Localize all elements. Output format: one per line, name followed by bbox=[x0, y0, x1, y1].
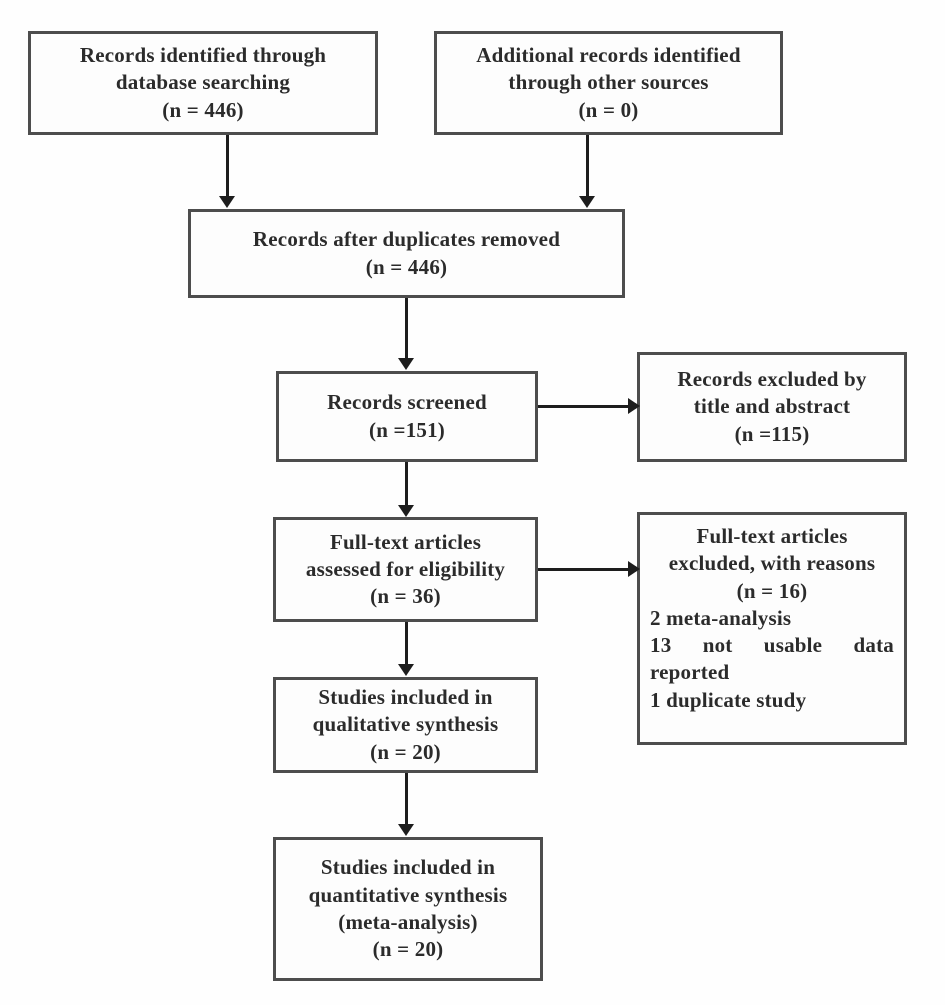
box-count: (n = 446) bbox=[365, 254, 448, 279]
box-studies-included-qualitative: Studies included in qualitative synthesi… bbox=[273, 677, 538, 773]
connector-qualitative-to-quantitative bbox=[405, 773, 408, 825]
box-line: excluded, with reasons bbox=[668, 551, 876, 576]
box-line: Records after duplicates removed bbox=[252, 227, 561, 252]
box-count: (n =151) bbox=[369, 417, 445, 442]
connector-identified-to-duplicates bbox=[226, 135, 229, 197]
box-count: (n = 36) bbox=[370, 584, 441, 609]
box-line: title and abstract bbox=[693, 394, 851, 419]
box-count: (n = 0) bbox=[578, 97, 639, 122]
box-count: (n = 446) bbox=[162, 97, 244, 122]
box-line: Full-text articles bbox=[329, 529, 482, 554]
box-line: through other sources bbox=[508, 70, 709, 95]
exclusion-reason: 1 duplicate study bbox=[650, 687, 807, 712]
box-line: Additional records identified bbox=[476, 43, 741, 68]
box-count: (n = 20) bbox=[372, 937, 444, 962]
box-line: Records screened bbox=[327, 390, 487, 415]
connector-additional-to-duplicates bbox=[586, 135, 589, 197]
arrowhead-fulltext-to-excluded bbox=[628, 561, 640, 577]
arrowhead-screened-to-fulltext bbox=[398, 505, 414, 517]
connector-screened-to-excluded bbox=[538, 405, 630, 408]
arrowhead-screened-to-excluded bbox=[628, 398, 640, 414]
connector-fulltext-to-qualitative bbox=[405, 622, 408, 665]
box-line: qualitative synthesis bbox=[312, 712, 499, 737]
exclusion-reason: 13 not usable data bbox=[650, 633, 894, 658]
box-line: Full-text articles bbox=[696, 524, 848, 548]
box-records-excluded-title-abstract: Records excluded by title and abstract (… bbox=[637, 352, 907, 462]
box-count: (n = 16) bbox=[736, 578, 808, 603]
box-line: database searching bbox=[115, 70, 291, 95]
box-count: (n = 20) bbox=[370, 739, 441, 764]
arrowhead-duplicates-to-screened bbox=[398, 358, 414, 370]
connector-duplicates-to-screened bbox=[405, 298, 408, 359]
box-line: Studies included in bbox=[320, 855, 496, 880]
box-line: quantitative synthesis bbox=[308, 882, 508, 907]
box-line: Studies included in bbox=[318, 685, 493, 710]
box-fulltext-assessed-eligibility: Full-text articles assessed for eligibil… bbox=[273, 517, 538, 622]
box-line: assessed for eligibility bbox=[305, 556, 506, 581]
connector-fulltext-to-excluded bbox=[538, 568, 630, 571]
arrowhead-fulltext-to-qualitative bbox=[398, 664, 414, 676]
exclusion-reasons-list: 2 meta-analysis 13 not usable data repor… bbox=[640, 605, 904, 714]
box-records-after-duplicates-removed: Records after duplicates removed (n = 44… bbox=[188, 209, 625, 298]
exclusion-reason: 2 meta-analysis bbox=[650, 605, 792, 630]
box-fulltext-excluded-with-reasons: Full-text articles excluded, with reason… bbox=[637, 512, 907, 745]
box-additional-records-other-sources: Additional records identified through ot… bbox=[434, 31, 783, 135]
box-studies-included-quantitative: Studies included in quantitative synthes… bbox=[273, 837, 543, 981]
arrowhead-qualitative-to-quantitative bbox=[398, 824, 414, 836]
connector-screened-to-fulltext bbox=[405, 462, 408, 507]
box-count: (n =115) bbox=[734, 421, 810, 446]
arrowhead-identified-to-duplicates bbox=[219, 196, 235, 208]
box-line: (meta-analysis) bbox=[338, 910, 478, 934]
box-records-identified-database: Records identified through database sear… bbox=[28, 31, 378, 135]
exclusion-reason-continued: reported bbox=[650, 660, 730, 685]
box-records-screened: Records screened (n =151) bbox=[276, 371, 538, 462]
arrowhead-additional-to-duplicates bbox=[579, 196, 595, 208]
box-line: Records identified through bbox=[79, 43, 327, 68]
box-line: Records excluded by bbox=[677, 367, 867, 392]
